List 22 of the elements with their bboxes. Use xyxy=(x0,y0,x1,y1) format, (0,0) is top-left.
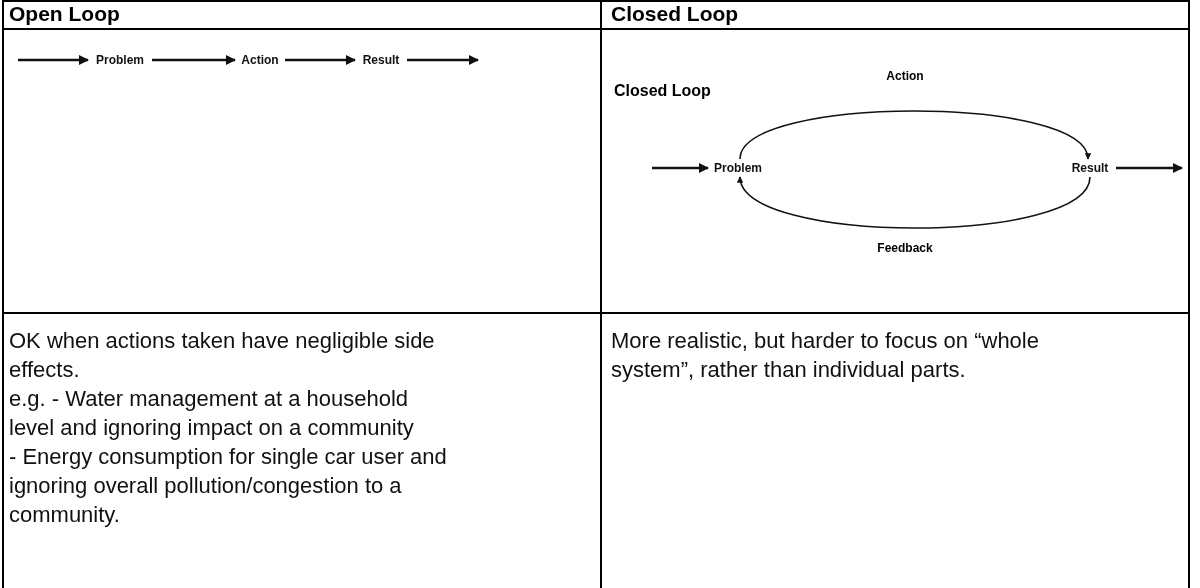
node-label: Problem xyxy=(88,51,152,69)
arrow xyxy=(739,110,1089,160)
cell-text: - Energy consumption for single car user and ignoring overall pollution/congestion to a community. xyxy=(9,443,448,529)
cell-text: More realistic, but harder to focus on “whole system”, rather than individual parts. xyxy=(611,327,1040,384)
arrow xyxy=(652,163,709,173)
node-label: Action xyxy=(235,51,285,69)
node-label: Result xyxy=(1064,159,1116,177)
edge-label: Feedback xyxy=(875,241,935,255)
arrow xyxy=(739,176,1091,229)
cell-text: e.g. - Water management at a household level and ignoring impact on a community xyxy=(9,385,415,442)
column-header: Open Loop xyxy=(9,2,120,26)
text-label: Closed Loop xyxy=(614,82,711,100)
node-label: Result xyxy=(355,51,407,69)
arrow xyxy=(152,55,236,65)
arrow xyxy=(285,55,356,65)
arrow xyxy=(1116,163,1183,173)
cell-text: OK when actions taken have negligible side effects. xyxy=(9,327,436,384)
edge-label: Action xyxy=(884,69,926,83)
arrow xyxy=(407,55,479,65)
column-header: Closed Loop xyxy=(611,2,739,26)
node-label: Problem xyxy=(708,159,768,177)
arrow xyxy=(18,55,89,65)
